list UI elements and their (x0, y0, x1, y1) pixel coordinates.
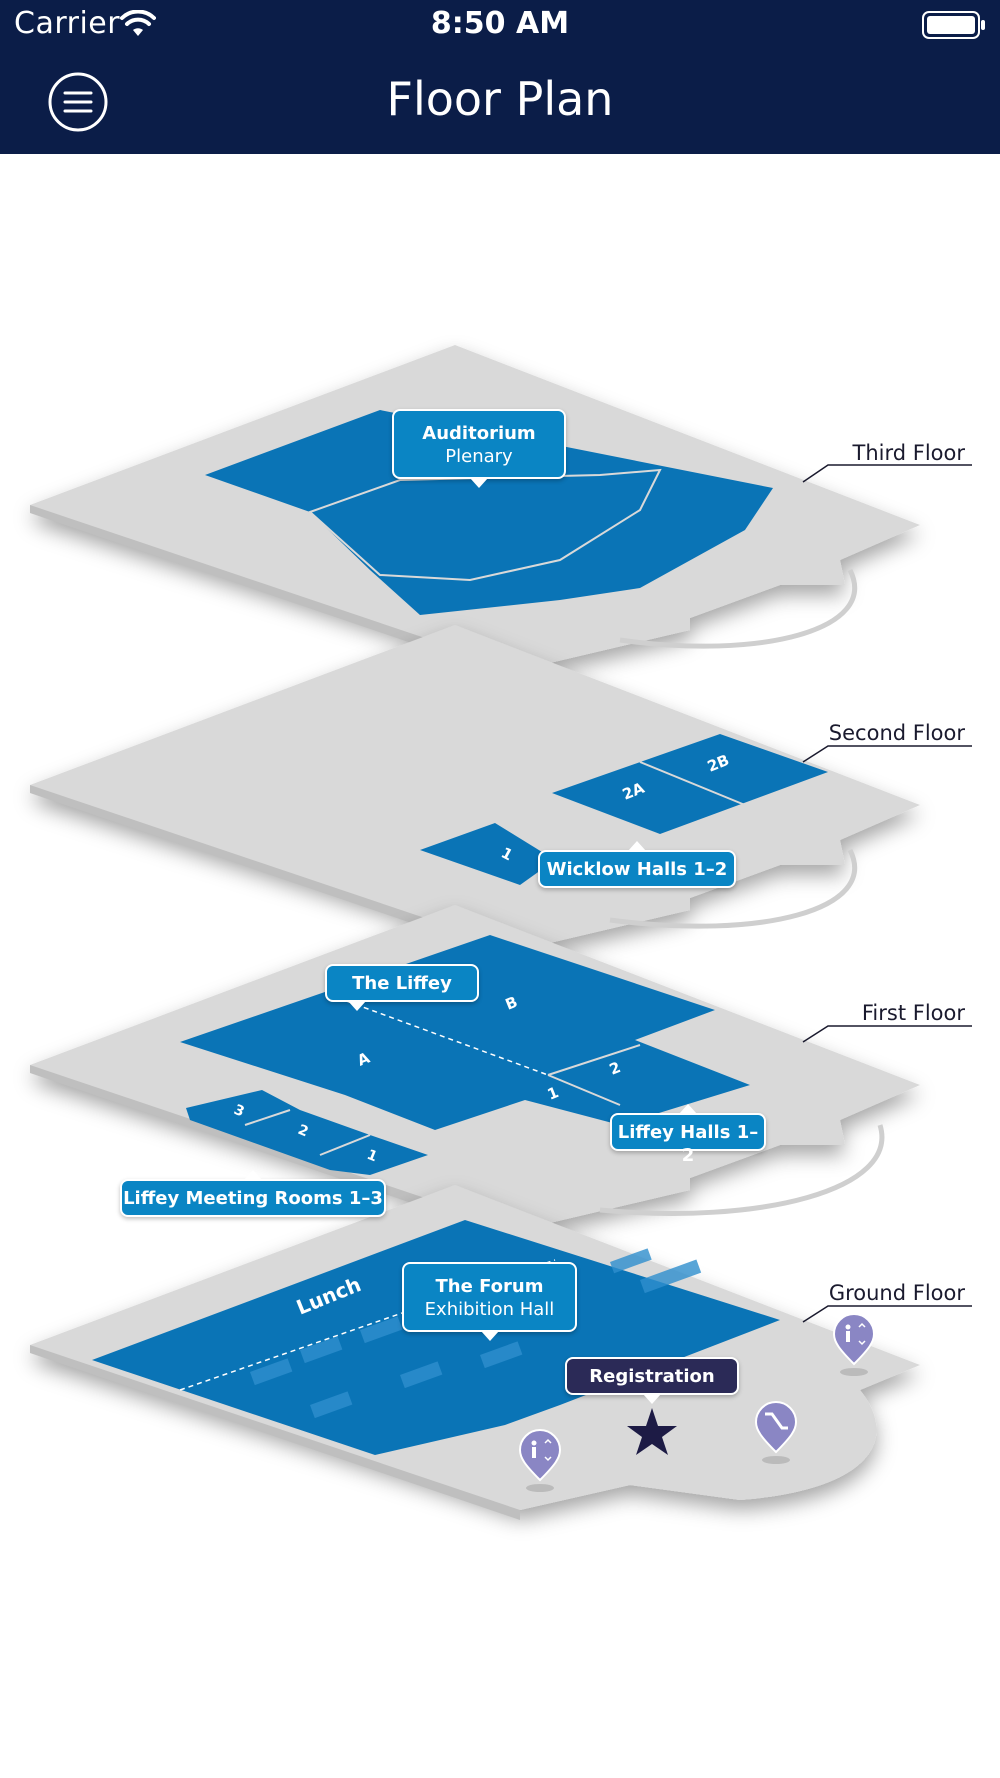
the-forum-callout[interactable]: The Forum Exhibition Hall (402, 1262, 577, 1341)
callout-title: Wicklow Halls 1–2 (546, 859, 728, 880)
carrier-label: Carrier (14, 6, 121, 41)
liffey-meeting-rooms[interactable] (186, 1090, 428, 1175)
hamburger-menu-icon (48, 72, 108, 132)
escalator-icon[interactable] (754, 1401, 798, 1464)
page-title: Floor Plan (386, 72, 614, 126)
callout-title: Auditorium (422, 423, 536, 444)
callout-title: Liffey Meeting Rooms 1–3 (123, 1188, 383, 1209)
room-2a-2b[interactable] (552, 734, 828, 834)
the-forum-exhibition-hall[interactable] (92, 1220, 780, 1455)
wifi-icon (120, 10, 156, 36)
toilets-icon[interactable] (832, 1313, 876, 1376)
the-liffey-callout[interactable]: The Liffey (325, 964, 479, 1011)
menu-button[interactable] (47, 71, 135, 133)
callout-subtitle: Plenary (445, 446, 513, 467)
ground-floor-slab[interactable]: Lunch (30, 1185, 920, 1520)
callout-title: Liffey Halls 1–2 (617, 1122, 759, 1166)
top-navigation-bar: Carrier 8:50 AM Floor Plan (0, 0, 1000, 154)
the-liffey-rooms[interactable] (180, 935, 750, 1130)
battery-icon (922, 11, 985, 39)
floor-plan-illustration: 1 2A 2B A B 1 2 3 2 1 (30, 345, 972, 1520)
first-floor-label[interactable]: First Floor (861, 1001, 965, 1025)
liffey-meeting-rooms-callout[interactable]: Liffey Meeting Rooms 1–3 (120, 1170, 386, 1217)
third-floor-slab[interactable] (30, 345, 920, 680)
callout-title: The Liffey (352, 973, 452, 994)
second-floor-slab[interactable]: 1 2A 2B (30, 625, 920, 960)
registration-star-icon[interactable] (627, 1408, 677, 1455)
third-floor-label[interactable]: Third Floor (852, 441, 966, 465)
floor-plan-map: 1 2A 2B A B 1 2 3 2 1 (0, 154, 1000, 1778)
callout-title: Registration (589, 1366, 715, 1387)
wicklow-halls-callout[interactable]: Wicklow Halls 1–2 (538, 841, 736, 888)
ground-floor-label[interactable]: Ground Floor (828, 1281, 965, 1305)
callout-subtitle: Exhibition Hall (424, 1299, 555, 1320)
liffey-halls-callout[interactable]: Liffey Halls 1–2 (610, 1104, 766, 1166)
registration-callout[interactable]: Registration (565, 1357, 739, 1404)
room-1-second[interactable] (420, 823, 555, 885)
second-floor-label[interactable]: Second Floor (828, 721, 965, 745)
callout-title: The Forum (435, 1276, 544, 1297)
toilets-icon[interactable] (518, 1429, 562, 1492)
floor-label-leaders (802, 464, 972, 1323)
status-time: 8:50 AM (430, 6, 570, 41)
auditorium-plenary-callout[interactable]: Auditorium Plenary (392, 409, 566, 488)
